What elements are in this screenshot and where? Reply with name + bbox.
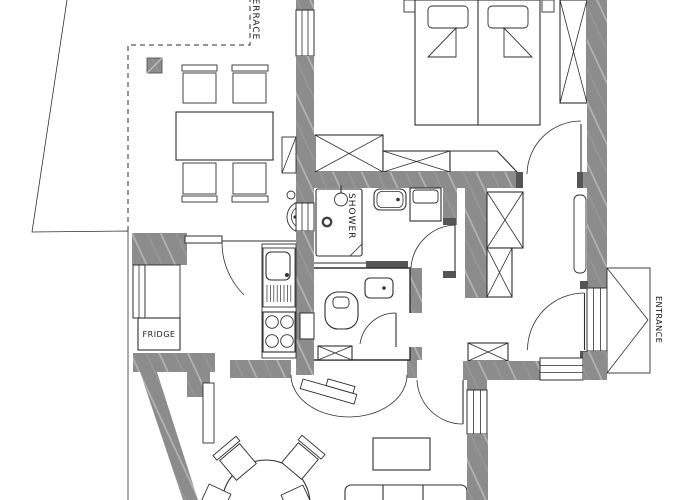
- dining-table: [175, 111, 274, 161]
- fridge-label: FRIDGE: [143, 330, 176, 339]
- drain-icon: [321, 216, 333, 228]
- wc-door: [359, 312, 397, 347]
- kitchen: FRIDGE: [132, 233, 297, 500]
- living-room-door: [416, 379, 464, 425]
- bedroom-door: [526, 120, 582, 175]
- shower-tray: [315, 188, 363, 257]
- terrace-area: TERRACE: [31, 0, 260, 500]
- dining-set: [175, 64, 274, 203]
- sofa: [344, 484, 468, 500]
- radiator: [202, 382, 215, 444]
- terrace-label: TERRACE: [250, 0, 260, 40]
- entrance-canopy: ENTRANCE: [606, 267, 663, 374]
- shower-door: [410, 224, 456, 271]
- chair: [212, 435, 257, 481]
- shower-room: SHOWER: [314, 172, 457, 278]
- wc-room: [314, 267, 422, 361]
- sink-drainer: [266, 285, 292, 302]
- central-wall: [295, 0, 315, 375]
- fridge: [137, 317, 181, 351]
- chair: [280, 484, 314, 500]
- entrance-label: ENTRANCE: [654, 296, 663, 343]
- wide-swing-door: [290, 374, 408, 418]
- right-exterior-wall: [527, 0, 608, 380]
- shower-label: SHOWER: [346, 193, 356, 239]
- hallway: [407, 188, 607, 381]
- coffee-table: [372, 437, 431, 471]
- wc-sink: [364, 277, 394, 299]
- bedroom: [281, 0, 607, 188]
- window-radiator: [573, 194, 587, 274]
- living-room: [198, 360, 488, 500]
- chair: [198, 483, 232, 500]
- bathroom-sink: [373, 188, 407, 211]
- shower-head-icon: [334, 192, 348, 207]
- chair: [281, 434, 326, 480]
- kitchen-door: [221, 240, 296, 296]
- entrance-door: [527, 292, 586, 351]
